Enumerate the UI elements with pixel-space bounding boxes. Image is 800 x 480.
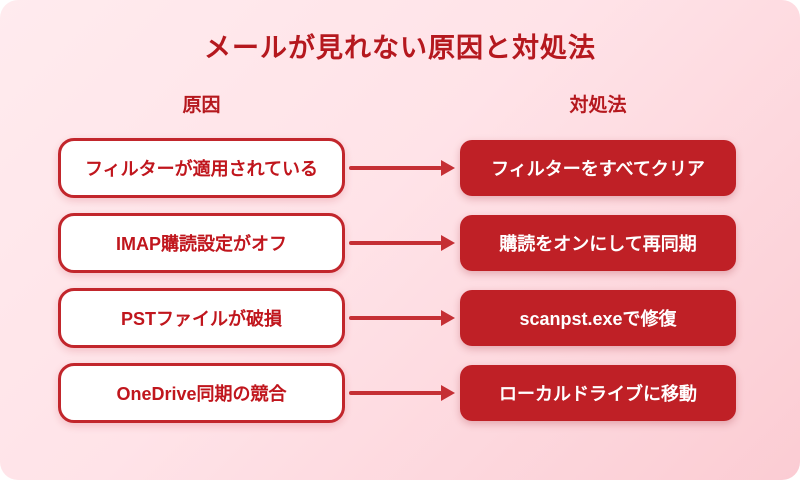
solution-box-move-local-drive: ローカルドライブに移動: [460, 365, 736, 421]
right-arrow-icon: [345, 310, 460, 326]
right-arrow-icon: [345, 235, 460, 251]
cause-box-imap-subscription-off: IMAP購読設定がオフ: [58, 213, 345, 273]
right-arrow-icon: [345, 160, 460, 176]
arrow-shaft: [349, 316, 442, 320]
cause-box-pst-corrupted: PSTファイルが破損: [58, 288, 345, 348]
right-arrow-icon: [345, 385, 460, 401]
arrow-head: [441, 235, 455, 251]
arrow-shaft: [349, 241, 442, 245]
column-header-causes: 原因: [182, 95, 221, 116]
cause-box-onedrive-sync-conflict: OneDrive同期の競合: [58, 363, 345, 423]
cause-box-filter-applied: フィルターが適用されている: [58, 138, 345, 198]
page-title: メールが見れない原因と対処法: [204, 33, 596, 63]
flow-rows: フィルターが適用されている フィルターをすべてクリア IMAP購読設定がオフ 購…: [0, 138, 800, 423]
solution-box-resubscribe-resync: 購読をオンにして再同期: [460, 215, 736, 271]
arrow-shaft: [349, 391, 442, 395]
solution-box-clear-filters: フィルターをすべてクリア: [460, 140, 736, 196]
arrow-head: [441, 385, 455, 401]
arrow-shaft: [349, 166, 442, 170]
arrow-head: [441, 310, 455, 326]
column-header-solutions: 対処法: [569, 95, 627, 116]
solution-box-scanpst-repair: scanpst.exeで修復: [460, 290, 736, 346]
arrow-head: [441, 160, 455, 176]
column-headers: 原因 対処法: [0, 90, 800, 116]
